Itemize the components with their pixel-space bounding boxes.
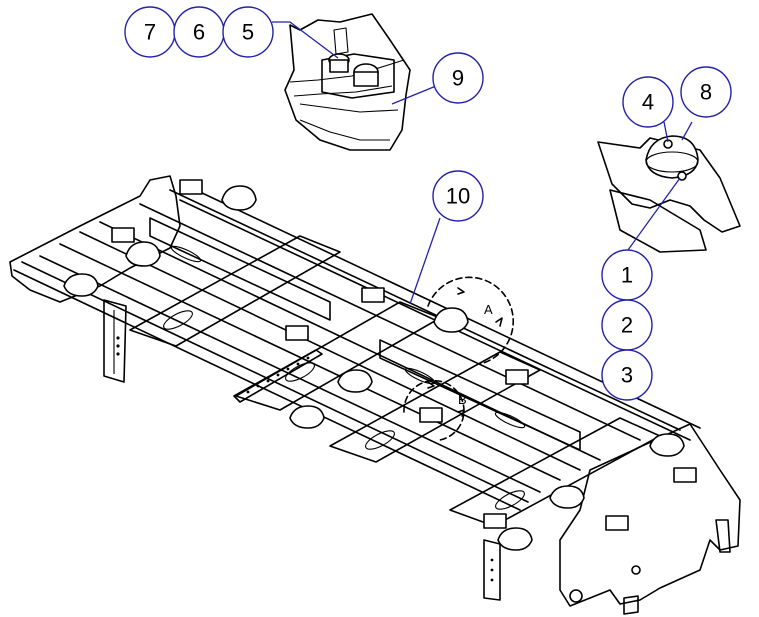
callout-8-label: 8 (700, 80, 712, 105)
callout-8: 8 (680, 66, 732, 118)
callout-1-label: 1 (621, 263, 633, 288)
view-label-a: A (484, 302, 493, 317)
detail-view-a-bracket (284, 13, 411, 151)
perforation-holes (246, 356, 310, 394)
callout-7-label: 7 (144, 20, 156, 45)
callout-9: 9 (432, 52, 484, 104)
main-frame-assembly (9, 175, 741, 615)
callout-4: 4 (622, 76, 674, 128)
leader-lines (272, 21, 693, 305)
callout-5: 5 (222, 6, 274, 58)
callout-10: 10 (432, 170, 484, 222)
callout-6-label: 6 (193, 20, 205, 45)
callout-3: 3 (601, 349, 653, 401)
callout-1: 1 (601, 249, 653, 301)
callout-3-label: 3 (621, 363, 633, 388)
callout-6: 6 (173, 6, 225, 58)
view-indicator-b: B (403, 379, 467, 441)
callout-10-label: 10 (446, 184, 470, 209)
detail-view-b-pad (597, 135, 741, 253)
callout-5-label: 5 (242, 20, 254, 45)
callout-2: 2 (601, 299, 653, 351)
view-label-b: B (458, 392, 467, 407)
frame-clamps (111, 179, 697, 531)
callout-7: 7 (124, 6, 176, 58)
view-indicator-a: A (427, 276, 514, 365)
callout-4-label: 4 (642, 90, 654, 115)
callout-2-label: 2 (621, 313, 633, 338)
frame-pads (63, 185, 685, 551)
callout-9-label: 9 (452, 66, 464, 91)
